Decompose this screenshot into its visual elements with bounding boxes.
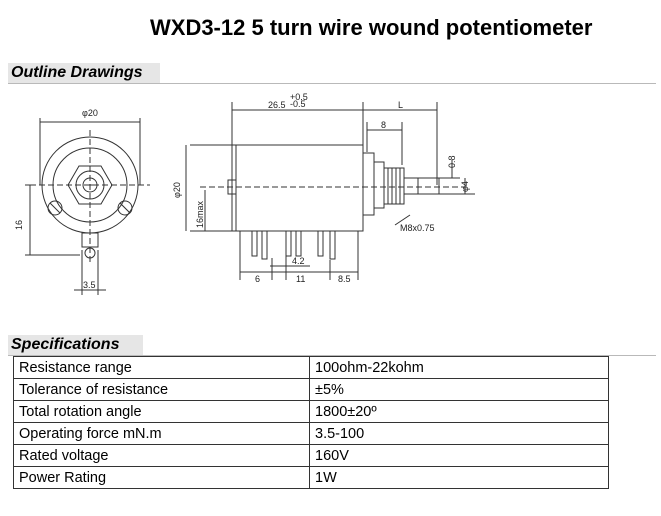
specifications-table: Resistance range 100ohm-22kohm Tolerance… xyxy=(13,356,609,489)
spec-value: 3.5-100 xyxy=(309,422,609,445)
spec-param: Resistance range xyxy=(13,356,310,379)
front-diameter-label: φ20 xyxy=(82,108,98,118)
pin-spacing-11-label: 11 xyxy=(296,274,305,284)
side-view xyxy=(185,102,475,280)
spec-param: Total rotation angle xyxy=(13,400,310,423)
thread-label: M8x0.75 xyxy=(400,223,435,233)
front-view xyxy=(25,118,150,295)
spec-param: Operating force mN.m xyxy=(13,422,310,445)
outline-divider xyxy=(8,83,656,84)
outline-drawing: φ20 16 3.5 26.5 +0.5 -0.5 L 8 0.8 φ4 M8x… xyxy=(0,90,661,300)
spec-param: Tolerance of resistance xyxy=(13,378,310,401)
spec-param: Rated voltage xyxy=(13,444,310,467)
table-row: Rated voltage 160V xyxy=(13,444,609,467)
specifications-divider xyxy=(8,355,656,356)
side-diameter-label: φ20 xyxy=(172,182,182,198)
pin-spacing-4-2-label: 4.2 xyxy=(292,256,305,266)
spec-value: 160V xyxy=(309,444,609,467)
table-row: Tolerance of resistance ±5% xyxy=(13,378,609,401)
pin-spacing-6-label: 6 xyxy=(255,274,260,284)
outline-drawing-svg: φ20 16 3.5 26.5 +0.5 -0.5 L 8 0.8 φ4 M8x… xyxy=(14,92,475,295)
tolerance-minus-label: -0.5 xyxy=(290,99,306,109)
table-row: Total rotation angle 1800±20º xyxy=(13,400,609,423)
spec-value: 100ohm-22kohm xyxy=(309,356,609,379)
table-row: Operating force mN.m 3.5-100 xyxy=(13,422,609,445)
front-height-label: 16 xyxy=(14,220,24,230)
shaft-length-label: L xyxy=(398,100,403,110)
shaft-diameter-label: φ4 xyxy=(460,181,470,192)
front-pin-label: 3.5 xyxy=(83,280,96,290)
tolerance-plus-label: +0.5 xyxy=(290,92,308,102)
spec-param: Power Rating xyxy=(13,466,310,489)
spec-value: 1800±20º xyxy=(309,400,609,423)
page-title: WXD3-12 5 turn wire wound potentiometer xyxy=(150,15,593,40)
table-row: Power Rating 1W xyxy=(13,466,609,489)
specifications-heading: Specifications xyxy=(8,335,143,355)
bushing-length-label: 8 xyxy=(381,120,386,130)
spec-value: 1W xyxy=(309,466,609,489)
pin-spacing-8-5-label: 8.5 xyxy=(338,274,351,284)
outline-drawings-heading: Outline Drawings xyxy=(8,63,160,83)
flat-label: 0.8 xyxy=(447,155,457,168)
body-length-label: 26.5 xyxy=(268,100,286,110)
spec-value: ±5% xyxy=(309,378,609,401)
side-max-label: 16max xyxy=(195,200,205,228)
table-row: Resistance range 100ohm-22kohm xyxy=(13,356,609,379)
